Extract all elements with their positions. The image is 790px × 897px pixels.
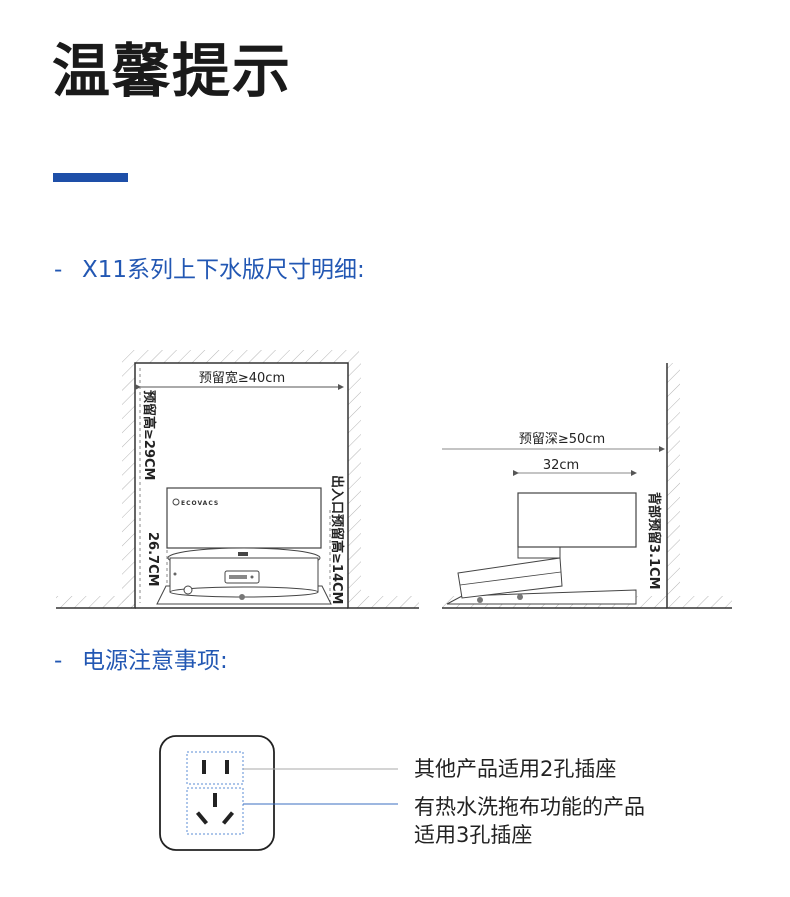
- left-cabinet: [56, 350, 419, 609]
- base-station-front: ECOVACS: [156, 487, 332, 605]
- section-dash: -: [54, 257, 63, 283]
- section-power: -电源注意事项:: [54, 641, 228, 675]
- body-label: 32cm: [543, 458, 579, 473]
- depth-dimension: 预留深≥50cm: [442, 432, 665, 452]
- three-hole-socket: [186, 787, 244, 835]
- three-hole-note-line2: 适用3孔插座: [414, 823, 533, 847]
- robot-height-dimension: 26.7CM: [145, 490, 168, 603]
- outlet-dimension: 出入口预留高≥14CM: [329, 475, 345, 604]
- depth-label: 预留深≥50cm: [519, 432, 605, 447]
- page-title: 温馨提示: [52, 37, 293, 105]
- title-underline: [53, 173, 128, 182]
- base-station-side: [446, 492, 637, 605]
- two-hole-socket: [186, 751, 244, 785]
- section-dash: -: [54, 648, 63, 674]
- section-power-label: 电源注意事项:: [82, 648, 228, 674]
- outlet-label: 出入口预留高≥14CM: [329, 475, 345, 604]
- three-hole-note-line1: 有热水洗拖布功能的产品: [414, 795, 645, 819]
- section-dimensions: -X11系列上下水版尺寸明细:: [54, 250, 365, 284]
- back-label: 背部预留3.1CM: [646, 492, 662, 590]
- section-dimensions-label: X11系列上下水版尺寸明细:: [82, 257, 365, 283]
- brand-logo: ECOVACS: [181, 500, 219, 507]
- body-dimension: 32cm: [513, 458, 637, 476]
- socket-diagram: [159, 735, 398, 851]
- dimension-diagram: 预留宽≥40cm 预留高≥29CM 26.7CM 出入口预留高≥14CM ECO…: [56, 350, 732, 609]
- robot-height-label: 26.7CM: [145, 532, 160, 587]
- height-label: 预留高≥29CM: [141, 390, 157, 480]
- width-dimension: 预留宽≥40cm: [135, 368, 344, 390]
- height-dimension: 预留高≥29CM: [139, 368, 157, 603]
- width-label: 预留宽≥40cm: [199, 370, 285, 386]
- back-dimension: 背部预留3.1CM: [646, 492, 662, 590]
- two-hole-note: 其他产品适用2孔插座: [414, 757, 617, 781]
- three-hole-note: 有热水洗拖布功能的产品 适用3孔插座: [414, 793, 645, 849]
